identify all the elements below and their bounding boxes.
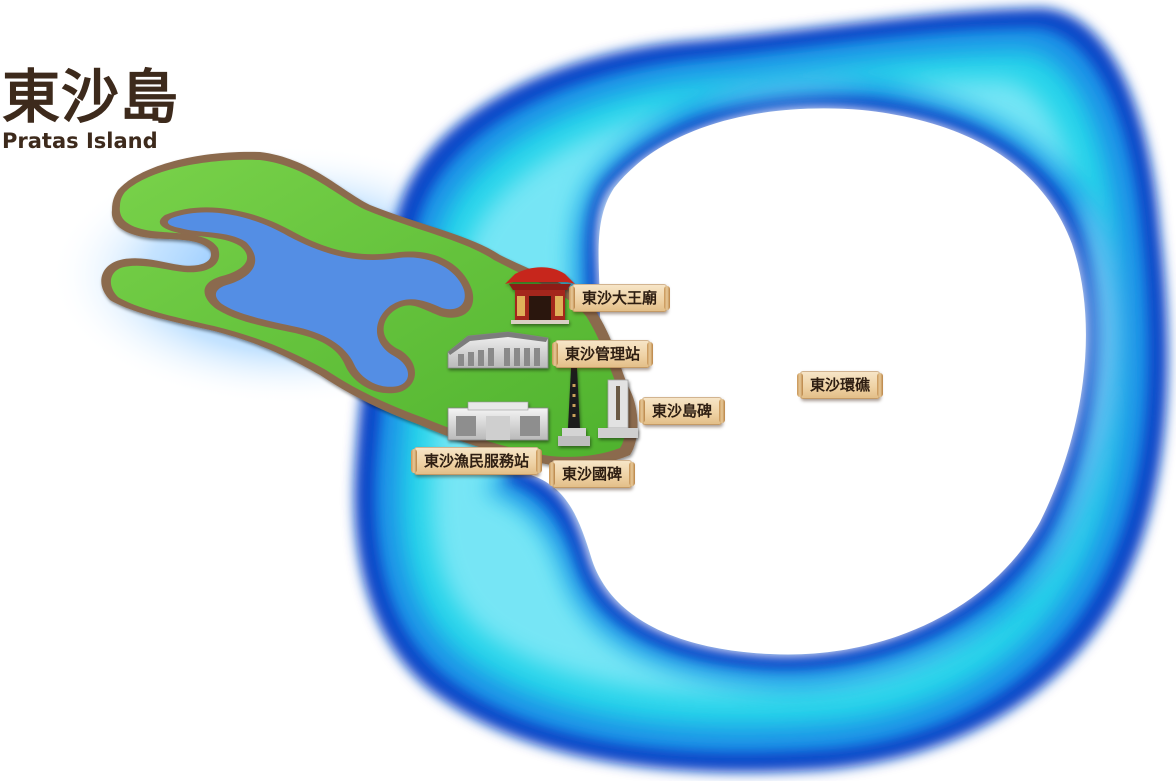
label-fisher-station[interactable]: 東沙漁民服務站 — [410, 447, 543, 475]
pratas-island — [101, 151, 638, 467]
label-atoll[interactable]: 東沙環礁 — [796, 371, 884, 399]
title-chinese: 東沙島 — [2, 63, 180, 131]
station-building-icon — [447, 331, 549, 369]
label-island-stele[interactable]: 東沙島碑 — [638, 397, 726, 425]
map-title: 東沙島 Pratas Island — [2, 62, 179, 154]
fisher-service-building-icon — [447, 401, 549, 441]
label-station[interactable]: 東沙管理站 — [551, 340, 654, 368]
national-stele-obelisk-icon — [558, 368, 590, 446]
label-national-stele[interactable]: 東沙國碑 — [548, 460, 636, 488]
label-temple[interactable]: 東沙大王廟 — [568, 284, 671, 312]
island-stele-monument-icon — [598, 379, 638, 438]
title-english: Pratas Island — [2, 129, 158, 153]
temple-icon — [505, 267, 575, 324]
